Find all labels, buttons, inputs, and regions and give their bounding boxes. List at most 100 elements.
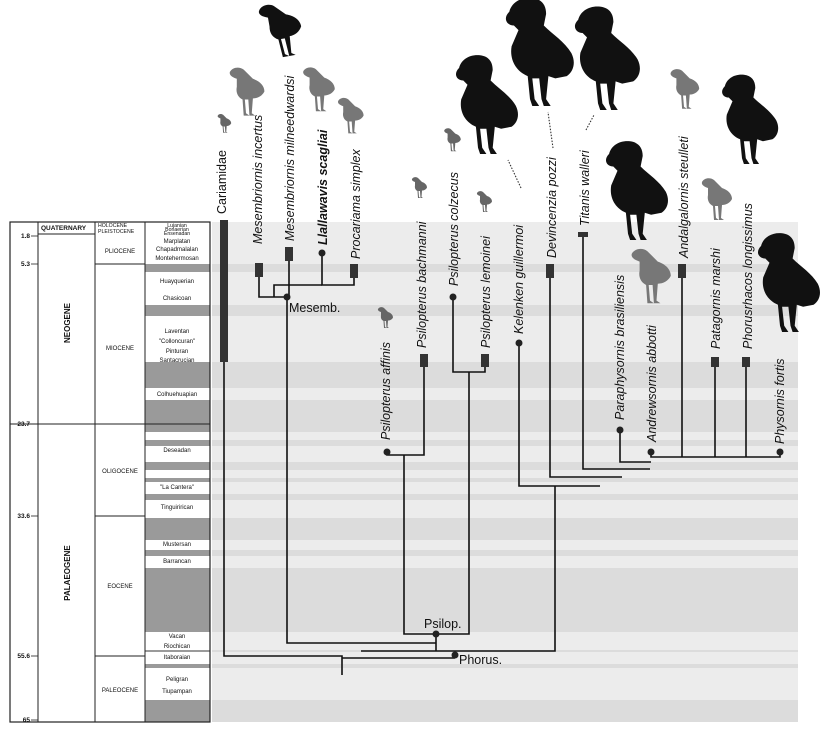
range-bar-cariamidae (220, 220, 228, 362)
stage-band (145, 664, 210, 668)
stage-label: Santacrucian (159, 358, 194, 364)
bird-silhouette-icon (377, 307, 393, 328)
bird-silhouette-icon (455, 55, 518, 154)
tip-dot-andrewsornis (647, 448, 655, 456)
range-bar-patagornis (711, 357, 719, 367)
taxon-label: Psilopterus lemoinei (479, 235, 493, 348)
taxon-label: Kelenken guillermoi (512, 224, 526, 334)
stage-band (145, 650, 210, 652)
range-bar-titanis (578, 232, 588, 237)
stage-label: Peligran (166, 677, 188, 683)
stage-label: Huayquerian (160, 279, 194, 285)
branch-paraphysornis (619, 430, 651, 463)
node-dot-phorus (451, 651, 459, 659)
stage-band (145, 518, 210, 540)
taxon-label: Physornis fortis (773, 359, 787, 444)
stage-band (145, 264, 210, 272)
stage-label: Vacan (169, 634, 186, 640)
leader-line-devincenzia (547, 111, 554, 149)
taxon-labels: Cariamidae Mesembriornis incertus Mesemb… (215, 74, 787, 444)
node-dot-mesemb (283, 293, 291, 301)
range-bar-psilopterus-bachmanni (420, 354, 428, 367)
stage-label: "La Cantera" (160, 485, 194, 491)
bird-silhouette-icon (701, 178, 732, 220)
stage-band (145, 362, 210, 388)
age-tick-label: 65 (23, 717, 31, 724)
stage-label: Laventan (165, 329, 190, 335)
stage-labels: Lujanian Bonaerian Ensenadan Marplatan C… (155, 223, 198, 695)
stage-label: Tinguirirican (161, 505, 193, 511)
branch-mesemb-join (273, 284, 322, 297)
taxon-label: Phorusrhacos longissimus (741, 203, 755, 349)
leader-line-kelenken (507, 159, 522, 189)
taxon-label: Psilopterus colzecus (447, 172, 461, 286)
stage-band (145, 568, 210, 632)
taxon-label: Psilopterus bachmanni (415, 220, 429, 348)
taxon-label: Psilopterus affinis (379, 342, 393, 440)
tip-dot-paraphysornis (616, 426, 624, 434)
bird-silhouette-icon (229, 67, 265, 116)
tip-dot-llallawavis (318, 249, 326, 257)
stage-band (145, 494, 210, 500)
tip-dot-physornis (776, 448, 784, 456)
bird-silhouette-icon (757, 233, 820, 332)
epoch-paleocene: PALEOCENE (102, 688, 138, 694)
bird-silhouette-icon (574, 6, 640, 111)
stage-label: Chapadmalalan (156, 247, 198, 253)
range-bar-procariama (350, 264, 358, 278)
stage-label: Pinturan (166, 349, 188, 355)
panel-band (212, 362, 798, 388)
stage-label: Colhuehuapian (157, 392, 197, 398)
period-palaeogene: PALAEOGENE (63, 545, 72, 601)
tip-dot-psilopterus-affinis (383, 448, 391, 456)
bird-silhouette-icon (505, 0, 574, 107)
taxon-label: Devincenzia pozzi (545, 156, 559, 258)
bird-silhouette-icon (605, 141, 668, 240)
bird-silhouette-icon (303, 67, 335, 112)
epoch-eocene: EOCENE (107, 584, 132, 590)
stage-label: Tiupampan (162, 689, 192, 695)
epoch-miocene: MIOCENE (106, 346, 134, 352)
bird-silhouette-icon (337, 97, 364, 134)
stage-label: Barrancan (163, 559, 191, 565)
taxon-label: Paraphysornis brasiliensis (613, 275, 627, 420)
stage-label: Bonaerian (165, 227, 189, 233)
taxon-label: Mesembriornis incertus (251, 115, 265, 244)
age-tick-label: 55.6 (17, 653, 30, 660)
stage-label: "Colloncuran" (159, 339, 195, 345)
taxon-label: Titanis walleri (578, 149, 592, 226)
stage-band (145, 462, 210, 470)
node-label-phorus: Phorus. (459, 653, 502, 667)
panel-band (212, 478, 798, 482)
taxon-label: Patagornis marshi (709, 247, 723, 349)
node-dots (283, 249, 784, 659)
age-tick-label: 1.8 (21, 233, 30, 240)
age-tick-label: 5.3 (21, 261, 30, 268)
age-ticks: 1.85.323.733.655.665 (17, 233, 38, 724)
tip-dot-kelenken (515, 339, 523, 347)
branch-root (223, 362, 343, 675)
panel-band (212, 440, 798, 446)
stage-band (145, 400, 210, 432)
taxon-label: Mesembriornis milneedwardsi (283, 74, 297, 241)
branch-kelenken (518, 343, 600, 487)
stage-label: Marplatan (164, 239, 191, 245)
header-pleistocene: PLEISTOCENE (98, 229, 135, 235)
range-bar-phorusrhacos (742, 357, 750, 367)
range-bar-andalgalornis (678, 264, 686, 278)
panel-band (212, 550, 798, 556)
stage-label: Montehermosan (155, 256, 198, 262)
header-holocene: HOLOCENE (98, 223, 128, 229)
branch-psilop-join (403, 372, 470, 635)
node-label-psilop: Psilop. (424, 617, 462, 631)
header-quaternary: QUATERNARY (41, 225, 87, 232)
taxon-label: Andrewsornis abbotti (645, 324, 659, 443)
branch-psilop-phorus (361, 486, 556, 652)
taxon-label: Cariamidae (215, 150, 229, 214)
stage-label: Lujanian (167, 223, 187, 229)
panel-band (212, 664, 798, 668)
branch-titanis (582, 237, 650, 470)
